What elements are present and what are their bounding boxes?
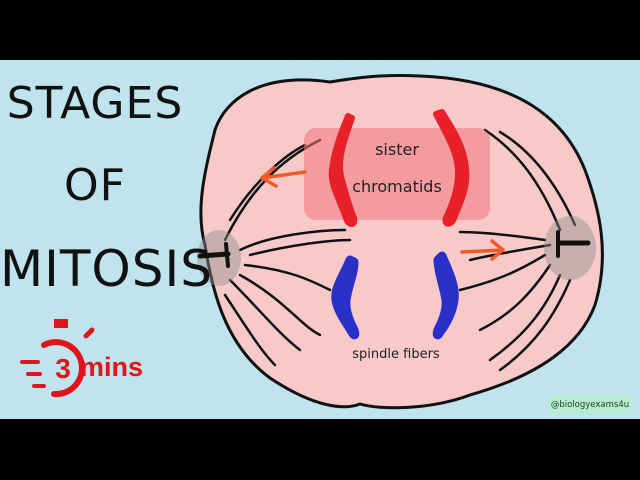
label-highlight-box bbox=[304, 128, 490, 220]
arrow-right-icon bbox=[460, 239, 505, 261]
timer-unit: mins bbox=[80, 352, 144, 382]
stopwatch-icon bbox=[20, 319, 95, 398]
centrosome-left bbox=[197, 230, 241, 286]
title-line-2: OF bbox=[64, 160, 126, 211]
mitosis-diagram bbox=[20, 73, 604, 410]
centrosome-right bbox=[544, 216, 596, 280]
chromosome-left bbox=[331, 255, 360, 340]
arrow-left-icon bbox=[260, 166, 307, 188]
title-line-3: MITOSIS bbox=[0, 240, 214, 298]
diagram-stage: STAGES OF MITOSIS 3 mins sister chromati… bbox=[0, 60, 640, 419]
spindle-fibers-right bbox=[458, 128, 577, 372]
chromosome-right bbox=[432, 251, 459, 340]
label-sister: sister bbox=[375, 140, 419, 159]
chromatid-left bbox=[328, 113, 358, 227]
cell-membrane bbox=[199, 73, 604, 410]
title-line-1: STAGES bbox=[6, 78, 184, 129]
chromatid-right bbox=[433, 109, 470, 227]
label-chromatids: chromatids bbox=[352, 177, 442, 196]
channel-handle: @biologyexams4u bbox=[548, 396, 632, 414]
label-spindle-fibers: spindle fibers bbox=[352, 347, 440, 362]
timer-number: 3 bbox=[55, 353, 71, 384]
